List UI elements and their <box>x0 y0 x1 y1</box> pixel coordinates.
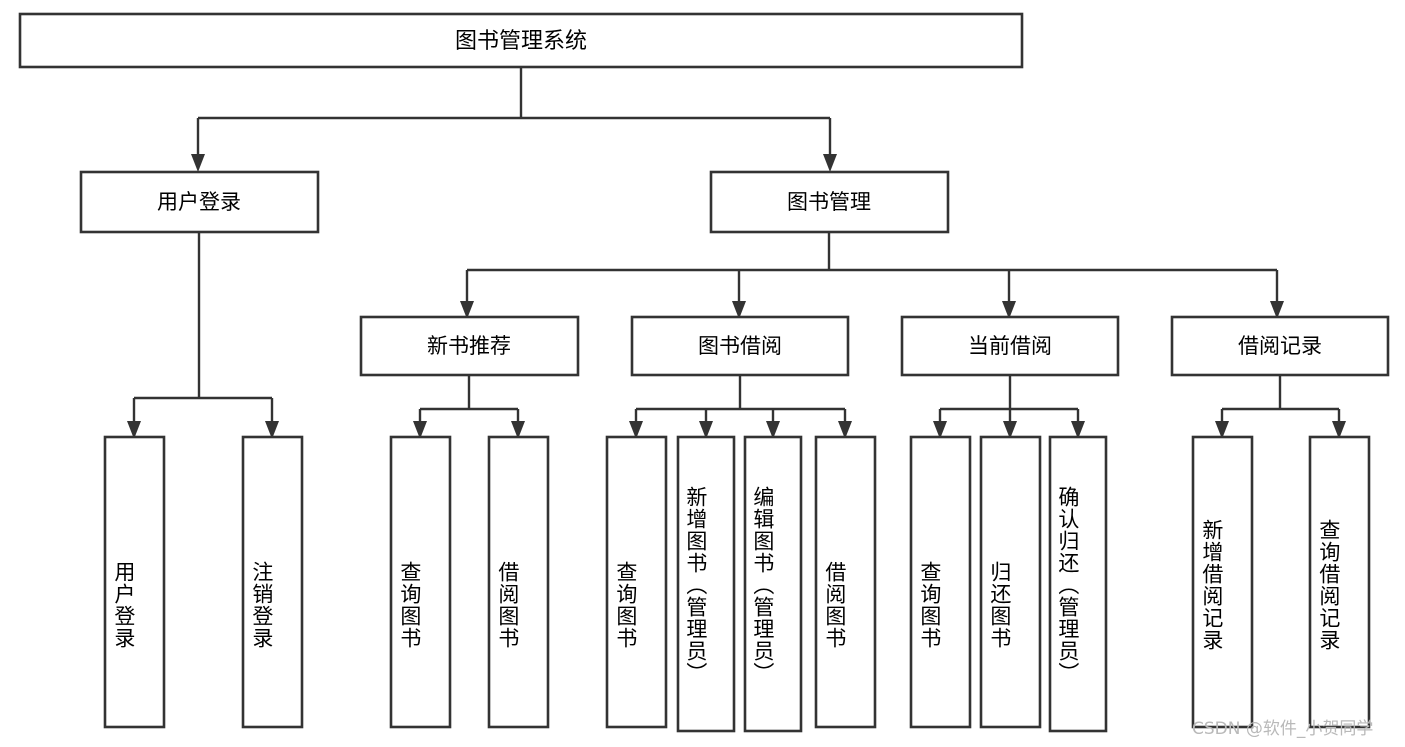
node-user-login-label: 用户登录 <box>157 190 241 214</box>
node-book-management[interactable]: 图书管理 <box>709 170 950 234</box>
leaf-box-borrow-book-1[interactable] <box>487 435 550 729</box>
leaf-box-confirm-return-admin[interactable] <box>1048 435 1108 733</box>
connector-bookmgmt-to-level3 <box>460 233 1284 319</box>
node-book-borrow-label: 图书借阅 <box>698 334 782 358</box>
node-book-management-label: 图书管理 <box>787 190 871 214</box>
node-new-book-recommend-label: 新书推荐 <box>427 334 511 358</box>
leaf-box-logout[interactable] <box>241 435 304 729</box>
leaf-box-edit-book-admin[interactable] <box>743 435 803 733</box>
node-book-borrow[interactable]: 图书借阅 <box>630 315 850 377</box>
leaf-box-return-book[interactable] <box>979 435 1042 729</box>
node-root[interactable]: 图书管理系统 <box>18 12 1024 69</box>
connector-currentborrow-to-leaves <box>933 375 1085 439</box>
leaf-box-query-borrow-record[interactable] <box>1308 435 1371 729</box>
connector-borrowrecord-to-leaves <box>1215 375 1346 439</box>
connector-userlogin-to-leaves <box>127 232 279 439</box>
node-borrow-record-label: 借阅记录 <box>1238 334 1322 358</box>
leaf-box-add-borrow-record[interactable] <box>1191 435 1254 729</box>
leaf-box-borrow-book-2[interactable] <box>814 435 877 729</box>
leaf-box-add-book-admin[interactable] <box>676 435 736 733</box>
node-new-book-recommend[interactable]: 新书推荐 <box>359 315 580 377</box>
connector-bookborrow-to-leaves <box>629 375 852 439</box>
node-root-label: 图书管理系统 <box>455 29 587 54</box>
node-user-login[interactable]: 用户登录 <box>79 170 320 234</box>
watermark: CSDN @软件_小贺同学 <box>1192 719 1374 739</box>
leaf-box-query-book-3[interactable] <box>909 435 972 729</box>
leaf-box-user-login[interactable] <box>103 435 166 729</box>
connector-newbook-to-leaves <box>413 375 525 439</box>
leaf-box-query-book-1[interactable] <box>389 435 452 729</box>
node-borrow-record[interactable]: 借阅记录 <box>1170 315 1390 377</box>
leaf-box-query-book-2[interactable] <box>605 435 668 729</box>
connector-root-to-level2 <box>191 67 837 172</box>
node-current-borrow[interactable]: 当前借阅 <box>900 315 1120 377</box>
node-current-borrow-label: 当前借阅 <box>968 334 1052 358</box>
